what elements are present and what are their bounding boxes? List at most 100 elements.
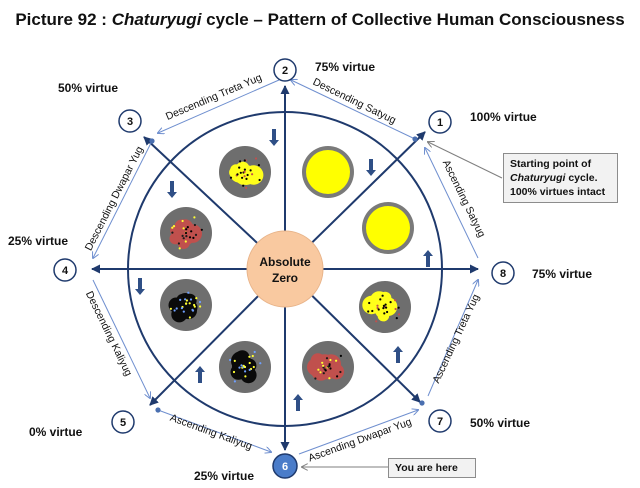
segment-speck (172, 225, 176, 228)
segment-speck (193, 305, 196, 308)
node-2 (273, 58, 297, 82)
edge-5-6 (157, 409, 271, 452)
segment-speck (379, 298, 382, 301)
segment-speck (236, 173, 239, 176)
segment-ascending-satyug (362, 202, 414, 254)
segment-speck (177, 242, 180, 245)
segment-speck (240, 364, 243, 367)
segment-circles (160, 146, 414, 393)
segment-speck (178, 247, 181, 250)
label-descending-satyug: Descending Satyug (311, 76, 398, 127)
virtue-node-2: 75% virtue (315, 60, 376, 74)
virtue-node-4: 25% virtue (8, 234, 69, 248)
segment-speck (397, 306, 400, 309)
title-italic: Chaturyugi (111, 10, 202, 29)
segment-speck (254, 157, 258, 160)
segment-speck (328, 363, 331, 366)
segment-speck (382, 307, 385, 310)
node-5 (111, 410, 135, 434)
segment-speck (252, 365, 255, 369)
segment-speck (242, 184, 245, 187)
dot-1 (412, 136, 418, 142)
title-suffix: cycle – Pattern of Collective Human Cons… (201, 10, 625, 29)
segment-speck (386, 310, 389, 314)
segment-speck (189, 298, 193, 301)
octagon-edges (93, 80, 479, 455)
dot-5 (155, 407, 161, 413)
segment-speck (251, 354, 254, 358)
up-arrow-icon (423, 250, 433, 267)
edge-1-2 (291, 80, 416, 140)
segment-speck (319, 371, 322, 374)
up-arrow-icon (195, 366, 205, 383)
segment-speck (173, 309, 176, 312)
callout-start-line3: 100% virtues intact (510, 186, 606, 198)
segment-speck (194, 233, 198, 236)
segment-speck (181, 234, 184, 237)
segment-speck (190, 230, 193, 233)
segment-speck (394, 307, 397, 311)
segment-speck (248, 368, 251, 371)
segment-speck (384, 303, 387, 306)
segment-speck (335, 359, 338, 362)
callout-starting-point: Starting point of Chaturyugi cycle. 100%… (503, 153, 618, 203)
segment-speck (243, 365, 247, 369)
segment-speck (324, 369, 327, 372)
segment-speck (185, 299, 188, 302)
label-descending-kaliyug: Descending Kaliyug (83, 289, 135, 378)
node-7-label: 7 (437, 416, 443, 428)
edge-6-7 (298, 410, 418, 455)
segment-speck (322, 364, 325, 367)
segment-speck (229, 358, 232, 362)
virtue-node-6: 25% virtue (194, 469, 255, 483)
segment-speck (239, 171, 242, 174)
segment-descending-kaliyug (160, 279, 212, 331)
segment-speck (182, 310, 185, 313)
segment-speck (329, 367, 332, 370)
node-8-label: 8 (500, 268, 506, 280)
segment-speck (248, 355, 251, 358)
segment-speck (244, 370, 247, 373)
segment-speck (232, 370, 236, 374)
segment-speck (257, 164, 260, 167)
node-1-label: 1 (437, 117, 443, 129)
down-arrow-icon (167, 181, 177, 198)
node-1 (428, 110, 452, 134)
segment-speck (188, 302, 191, 305)
segment-speck (200, 228, 203, 231)
segment-speck (246, 173, 249, 177)
segment-descending-dwapar (160, 207, 212, 259)
segment-speck (184, 298, 187, 301)
page-title: Picture 92 : Chaturyugi cycle – Pattern … (0, 10, 640, 30)
center-label-2: Zero (272, 271, 298, 285)
virtue-node-7: 50% virtue (470, 416, 531, 430)
segment-speck (382, 304, 385, 307)
segment-speck (385, 306, 388, 309)
segment-speck (198, 300, 202, 304)
callout-start-line1: Starting point of (510, 158, 592, 170)
node-2-label: 2 (282, 65, 288, 77)
segment-speck (339, 354, 342, 357)
segment-ascending-kaliyug (219, 341, 271, 393)
segment-ascending-dwapar (302, 341, 354, 393)
segment-descending-satyug (302, 146, 354, 198)
segment-speck (243, 168, 246, 171)
segment-fill (366, 206, 410, 250)
virtue-node-8: 75% virtue (532, 267, 593, 281)
edge-8-1 (425, 148, 479, 259)
segment-speck (243, 170, 246, 173)
virtue-node-5: 0% virtue (29, 425, 83, 439)
segment-speck (243, 175, 246, 178)
segment-speck (367, 310, 370, 313)
numbered-nodes: 1 2 3 4 5 6 7 8 (53, 58, 515, 479)
up-arrow-icon (293, 394, 303, 411)
segment-speck (188, 316, 191, 319)
segment-speck (245, 177, 248, 180)
down-arrow-icon (366, 159, 376, 176)
segment-speck (191, 308, 194, 311)
segment-speck (327, 365, 330, 368)
node-8 (491, 261, 515, 285)
segment-speck (185, 302, 188, 305)
segment-speck (328, 377, 331, 380)
